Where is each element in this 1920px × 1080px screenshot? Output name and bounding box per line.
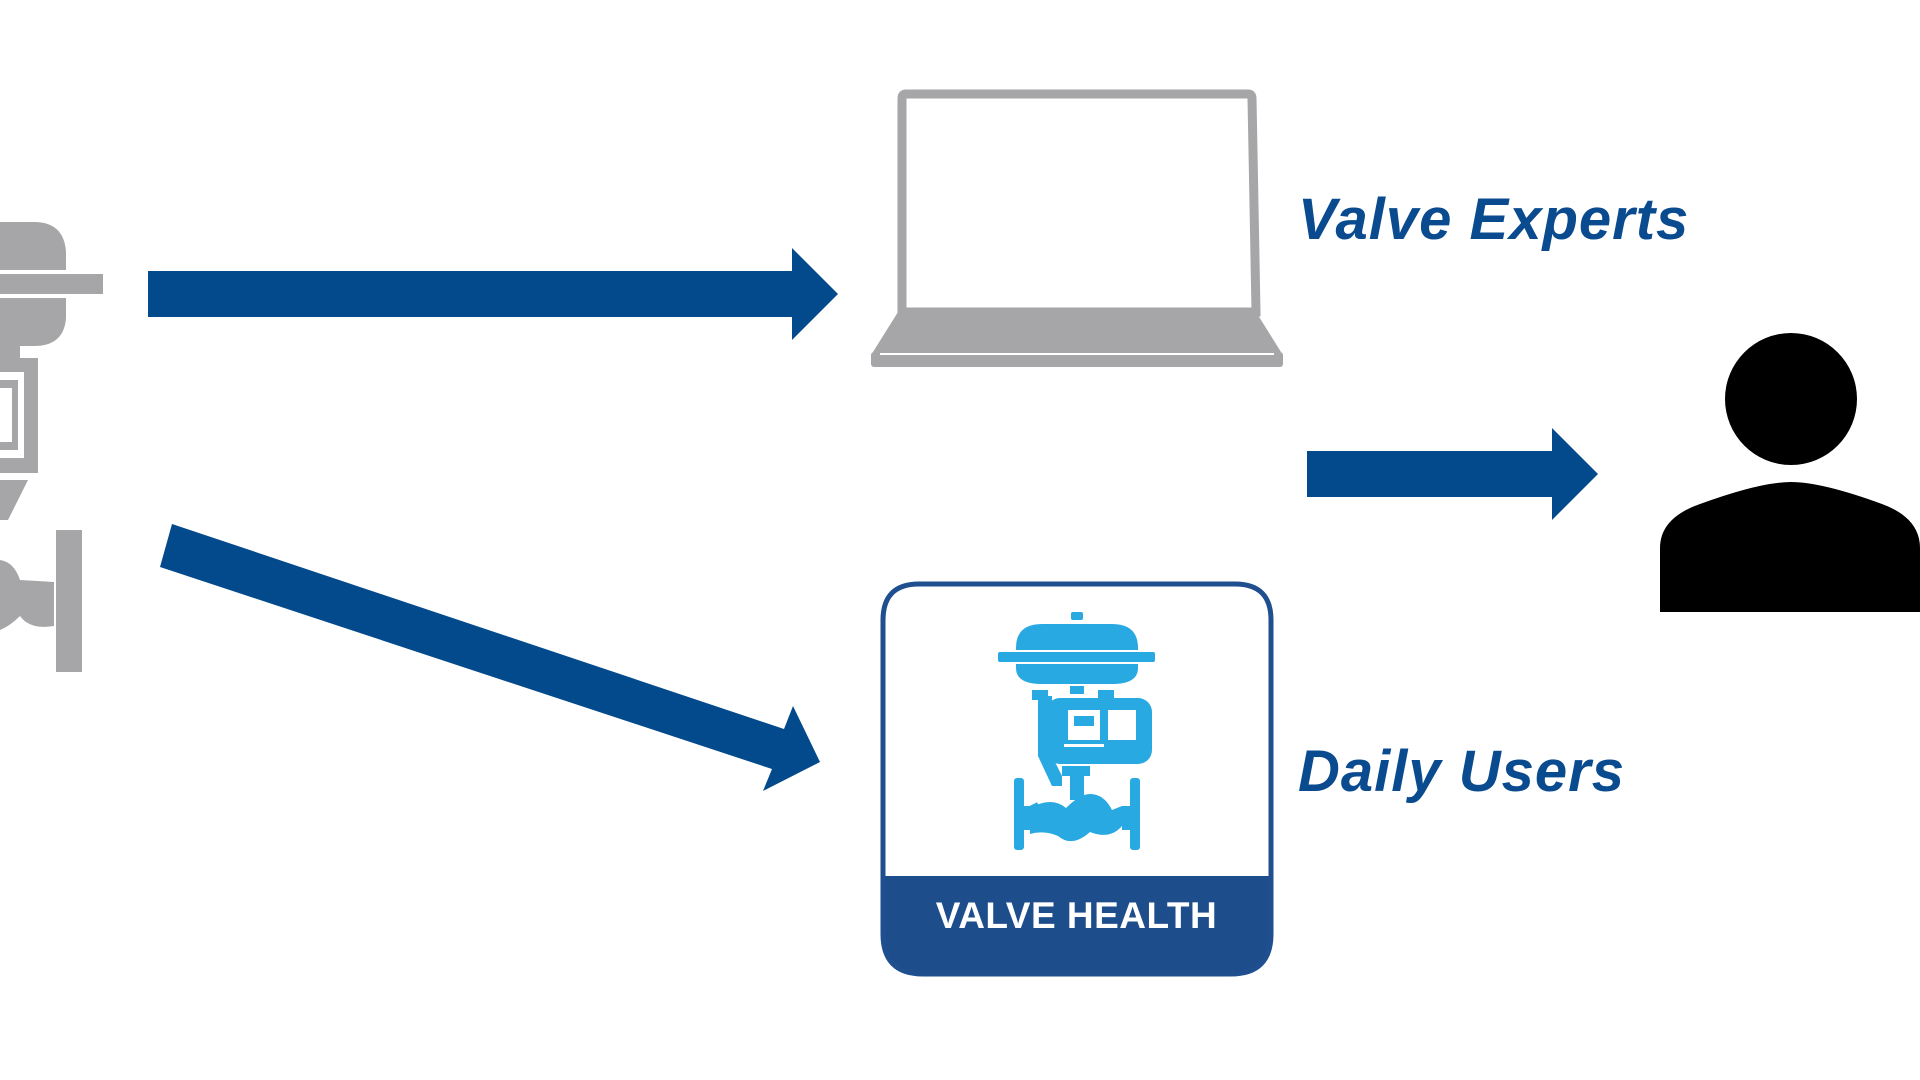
app-tile-caption: VALVE HEALTH (935, 895, 1218, 936)
valve-health-app-icon (880, 581, 1274, 977)
label-daily-users: Daily Users (1298, 739, 1625, 804)
arrow-to-user (1307, 428, 1598, 520)
label-valve-experts: Valve Experts (1298, 187, 1690, 252)
valve-drawing (998, 612, 1155, 850)
valve-actuator-icon (0, 222, 103, 672)
arrow-to-app (160, 524, 820, 791)
arrow-to-laptop (148, 248, 838, 340)
user-icon (1660, 333, 1920, 612)
laptop-icon (871, 89, 1283, 367)
